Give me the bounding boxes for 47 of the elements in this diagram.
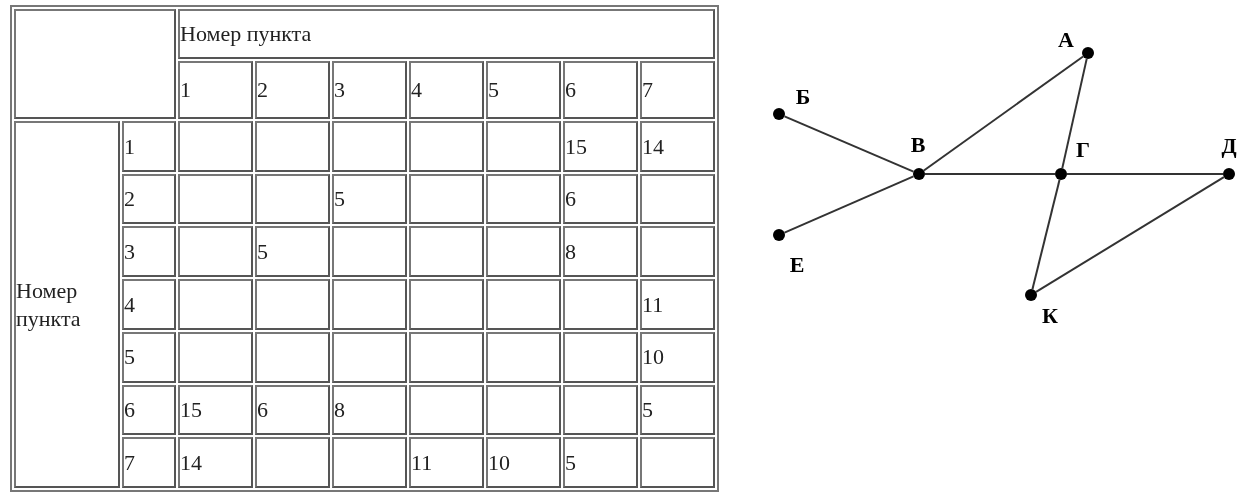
table-cell: Номер пункта bbox=[178, 9, 716, 59]
table-cell: 2 bbox=[255, 61, 330, 119]
graph-edge bbox=[924, 173, 1056, 175]
table-cell: 6 bbox=[563, 173, 638, 225]
table-cell: 5 bbox=[255, 226, 330, 278]
vertex-label: А bbox=[1057, 28, 1075, 52]
table-cell: 7 bbox=[122, 437, 176, 488]
table-cell: 11 bbox=[409, 437, 484, 488]
table-cell: 10 bbox=[640, 331, 716, 383]
table-cell: 4 bbox=[122, 279, 176, 330]
graph-edge bbox=[1031, 178, 1061, 291]
graph-edge bbox=[783, 115, 915, 173]
vertex-label: К bbox=[1041, 304, 1059, 328]
table-cell: Номер пункта bbox=[14, 121, 120, 488]
graph-edge bbox=[783, 175, 915, 234]
table-cell: 15 bbox=[178, 384, 253, 436]
table-cell: 1 bbox=[178, 61, 253, 119]
graph-edge bbox=[1035, 176, 1225, 293]
table-cell: 3 bbox=[332, 61, 407, 119]
graph-edge bbox=[922, 55, 1085, 172]
vertex-label: В bbox=[909, 133, 927, 157]
table-cell: 8 bbox=[563, 226, 638, 278]
graph-edge bbox=[1066, 173, 1224, 175]
graph-edge bbox=[1061, 57, 1088, 170]
table-cell: 8 bbox=[332, 384, 407, 436]
table-cell: 2 bbox=[122, 173, 176, 225]
table-cell: 14 bbox=[640, 121, 716, 172]
table-cell: 5 bbox=[563, 437, 638, 488]
vertex-label: Д bbox=[1220, 134, 1238, 158]
table-cell: 3 bbox=[122, 226, 176, 278]
vertex-label: Б bbox=[794, 85, 812, 109]
table-cell: 11 bbox=[640, 279, 716, 330]
table-cell: 15 bbox=[563, 121, 638, 172]
vertex-label: Е bbox=[788, 253, 806, 277]
table-cell: 4 bbox=[409, 61, 484, 119]
table-cell: 5 bbox=[122, 331, 176, 383]
table-cell: 7 bbox=[640, 61, 716, 119]
table-cell: 10 bbox=[486, 437, 561, 488]
vertex-label: Г bbox=[1075, 138, 1091, 162]
table-cell: 5 bbox=[486, 61, 561, 119]
table-cell: 5 bbox=[332, 173, 407, 225]
table-cell: 5 bbox=[640, 384, 716, 436]
table-cell: 6 bbox=[255, 384, 330, 436]
table-cell: 6 bbox=[563, 61, 638, 119]
table-cell: 14 bbox=[178, 437, 253, 488]
table-cell: 6 bbox=[122, 384, 176, 436]
table-cell: 1 bbox=[122, 121, 176, 172]
